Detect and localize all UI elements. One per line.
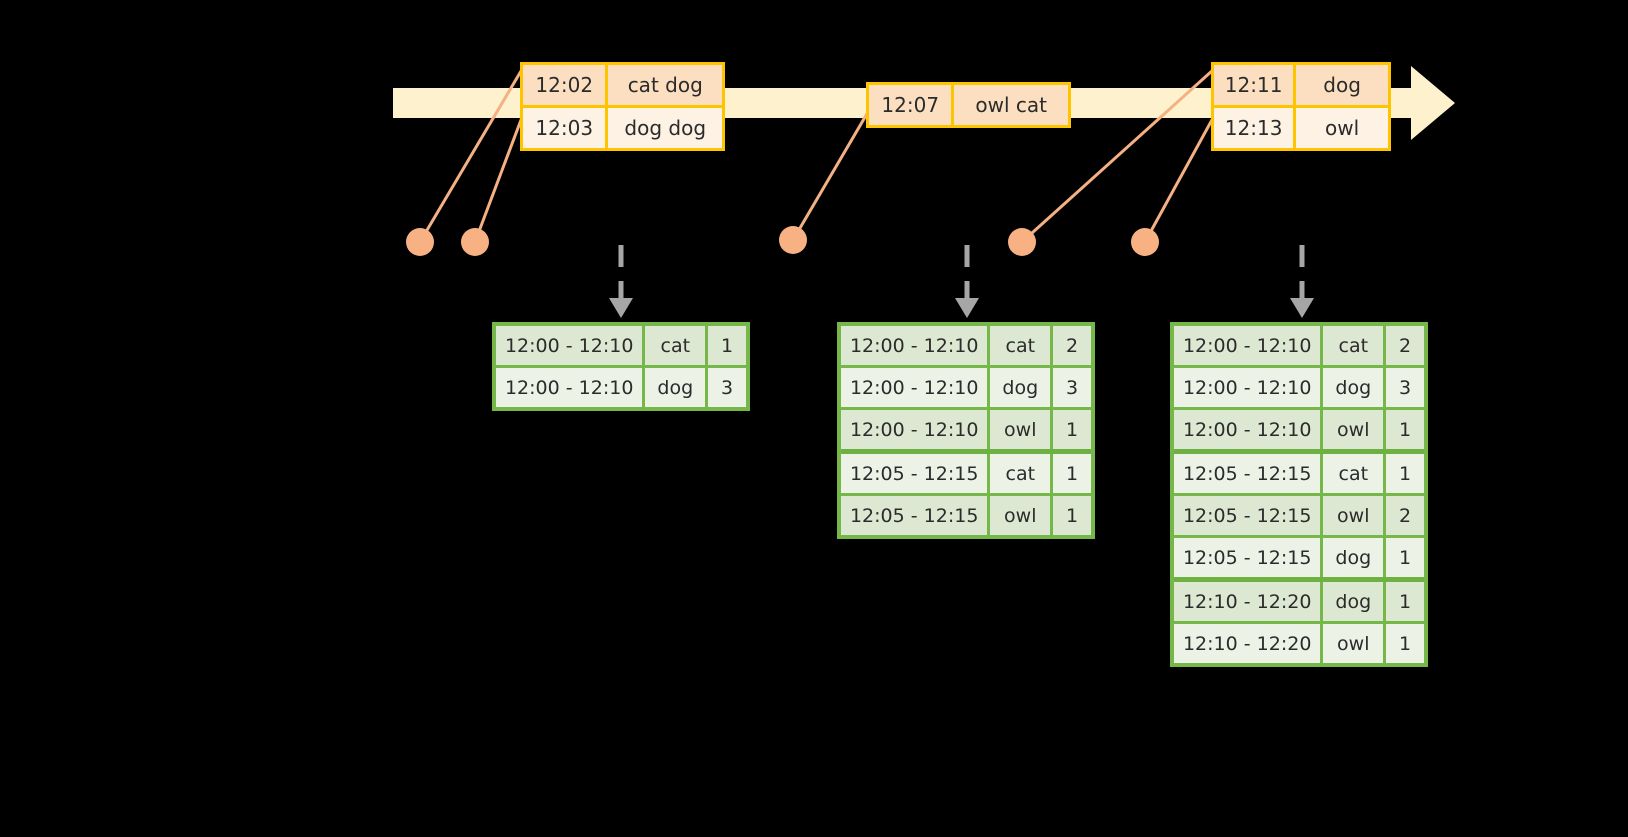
cell-window: 12:00 - 12:10	[841, 368, 991, 407]
cell-word: owl	[990, 410, 1054, 449]
cell-word: owl	[1323, 624, 1387, 663]
cell-word: cat	[990, 326, 1054, 365]
emit-arrow-1	[609, 245, 633, 318]
cell-word: owl	[990, 496, 1054, 535]
cell-word: dog	[990, 368, 1054, 407]
event-words: cat dog	[627, 73, 703, 97]
cell-window: 12:00 - 12:10	[1174, 410, 1324, 449]
cell-count: 1	[1066, 504, 1079, 527]
event-row: 12:11 dog	[1214, 65, 1388, 105]
connector-line-2	[473, 111, 526, 243]
event-words: dog	[1323, 73, 1361, 97]
cell-window: 12:00 - 12:10	[1174, 326, 1324, 365]
event-time: 12:02	[523, 65, 609, 105]
cell-word: cat	[1323, 454, 1387, 493]
cell-count: 3	[1066, 376, 1079, 399]
cell-word: cat	[990, 454, 1054, 493]
cell-word: dog	[645, 368, 709, 407]
connector-line-5	[1143, 117, 1215, 243]
connector-line-3	[791, 111, 870, 241]
event-words: owl	[1325, 116, 1360, 140]
cell-word: cat	[645, 326, 709, 365]
cell-count: 3	[1399, 376, 1412, 399]
cell-count: 1	[1399, 462, 1412, 485]
event-time: 12:11	[1214, 65, 1297, 105]
processing-dot-4	[1008, 228, 1036, 256]
cell-count: 2	[1066, 334, 1079, 357]
event-words: owl cat	[975, 93, 1048, 117]
cell-count: 1	[1066, 462, 1079, 485]
event-box-2: 12:07 owl cat	[866, 82, 1071, 128]
cell-count: 2	[1399, 504, 1412, 527]
cell-window: 12:10 - 12:20	[1174, 624, 1324, 663]
emit-arrow-2	[955, 245, 979, 318]
event-box-1: 12:02 cat dog 12:03 dog dog	[520, 62, 725, 151]
cell-window: 12:00 - 12:10	[1174, 368, 1324, 407]
event-time: 12:03	[523, 108, 609, 148]
cell-count: 1	[721, 334, 734, 357]
cell-word: owl	[1323, 410, 1387, 449]
cell-window: 12:05 - 12:15	[1174, 538, 1324, 577]
event-row: 12:13 owl	[1214, 105, 1388, 148]
processing-dot-5	[1131, 228, 1159, 256]
event-time: 12:13	[1214, 108, 1297, 148]
cell-word: dog	[1323, 368, 1387, 407]
cell-window: 12:05 - 12:15	[841, 454, 991, 493]
cell-window: 12:05 - 12:15	[841, 496, 991, 535]
cell-window: 12:00 - 12:10	[841, 326, 991, 365]
event-words: dog dog	[624, 116, 707, 140]
event-time: 12:07	[869, 85, 955, 125]
emit-arrow-3	[1290, 245, 1314, 318]
processing-dot-1	[406, 228, 434, 256]
cell-count: 3	[721, 376, 734, 399]
processing-dot-3	[779, 226, 807, 254]
cell-count: 1	[1399, 418, 1412, 441]
event-row: 12:02 cat dog	[523, 65, 722, 105]
cell-word: owl	[1323, 496, 1387, 535]
cell-window: 12:05 - 12:15	[1174, 454, 1324, 493]
cell-word: dog	[1323, 582, 1387, 621]
cell-window: 12:10 - 12:20	[1174, 582, 1324, 621]
cell-window: 12:00 - 12:10	[841, 410, 991, 449]
cell-count: 2	[1399, 334, 1412, 357]
cell-window: 12:00 - 12:10	[496, 368, 646, 407]
cell-count: 1	[1399, 590, 1412, 613]
cell-window: 12:00 - 12:10	[496, 326, 646, 365]
event-box-3: 12:11 dog 12:13 owl	[1211, 62, 1391, 151]
cell-window: 12:05 - 12:15	[1174, 496, 1324, 535]
cell-word: cat	[1323, 326, 1387, 365]
cell-word: dog	[1323, 538, 1387, 577]
processing-dot-2	[461, 228, 489, 256]
cell-count: 1	[1399, 546, 1412, 569]
cell-count: 1	[1399, 632, 1412, 655]
cell-count: 1	[1066, 418, 1079, 441]
timeline-arrowhead	[1411, 66, 1455, 140]
event-row: 12:07 owl cat	[869, 85, 1068, 125]
event-row: 12:03 dog dog	[523, 105, 722, 148]
